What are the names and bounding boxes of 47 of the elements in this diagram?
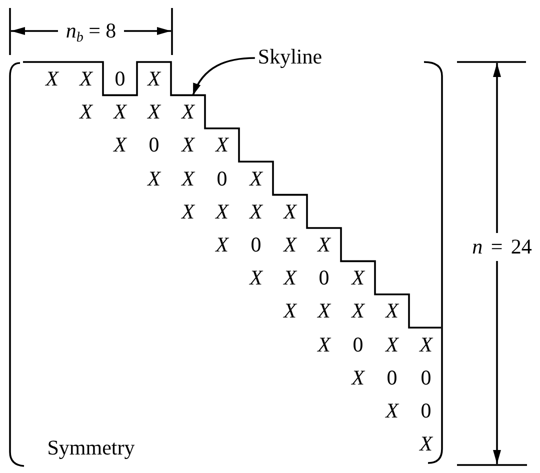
matrix-entry: X	[216, 234, 228, 256]
matrix-entry: X	[352, 367, 364, 388]
matrix-entry: X	[46, 68, 58, 90]
matrix-entry: X	[80, 102, 92, 123]
matrix-entry: X	[352, 300, 364, 322]
matrix-entry: X	[216, 134, 228, 156]
matrix-entry: X	[386, 400, 398, 422]
matrix-entry: X	[148, 168, 160, 190]
callout-label: Skyline	[258, 46, 322, 68]
matrix-entry: X	[386, 334, 398, 356]
matrix-entry: X	[318, 300, 330, 322]
matrix-entry: 0	[148, 134, 160, 156]
dimension-label: n = 24	[472, 236, 532, 258]
matrix-entry: 0	[250, 234, 262, 256]
matrix-entry: X	[182, 102, 194, 123]
matrix-entry: X	[284, 201, 296, 222]
matrix-entry: X	[148, 68, 160, 90]
matrix-entry: X	[182, 201, 194, 222]
matrix-entry: 0	[420, 400, 432, 422]
matrix-entry: X	[250, 201, 262, 222]
matrix-entry: X	[420, 334, 432, 356]
matrix-entry: 0	[318, 268, 330, 289]
leader-arrow	[192, 57, 255, 96]
matrix-entry: X	[80, 68, 92, 90]
matrix-entry: X	[182, 134, 194, 156]
matrix-entry: X	[386, 300, 398, 322]
matrix-entry: X	[318, 234, 330, 256]
matrix-entry: X	[216, 201, 228, 222]
matrix-entry: X	[250, 268, 262, 289]
matrix-entry: 0	[420, 367, 432, 388]
dimension-label: n$_{b}$ = 8	[66, 20, 116, 42]
matrix-entry: X	[148, 102, 160, 123]
matrix-entry: X	[352, 268, 364, 289]
matrix-entry: X	[182, 168, 194, 190]
matrix-entry: X	[284, 300, 296, 322]
matrix-entry: 0	[114, 68, 126, 90]
matrix-entry: X	[284, 234, 296, 256]
matrix-entry: X	[114, 134, 126, 156]
matrix-entry: X	[250, 168, 262, 190]
note-text: Symmetry	[47, 438, 135, 458]
matrix-entry: 0	[352, 334, 364, 356]
matrix-entry: X	[318, 334, 330, 356]
matrix-entry: X	[114, 102, 126, 123]
matrix-entry: 0	[386, 367, 398, 388]
matrix-entry: 0	[216, 168, 228, 190]
matrix-entry: X	[284, 268, 296, 289]
matrix-entry: X	[420, 434, 432, 455]
